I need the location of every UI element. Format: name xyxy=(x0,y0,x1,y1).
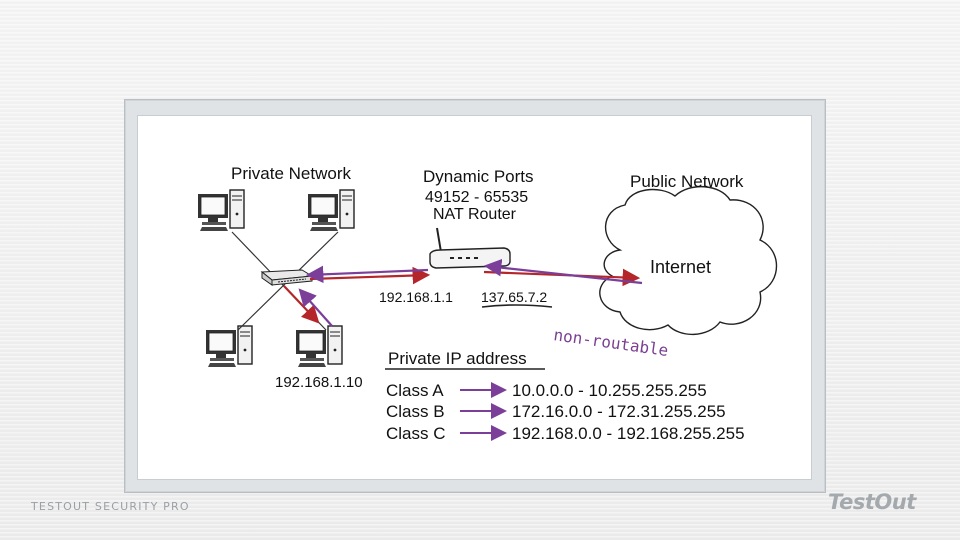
router-icon xyxy=(429,227,511,269)
class-a-range: 10.0.0.0 - 10.255.255.255 xyxy=(512,381,707,400)
host-ip-label: 192.168.1.10 xyxy=(275,374,363,391)
class-a-label: Class A xyxy=(386,381,444,400)
private-network-label: Private Network xyxy=(231,164,351,183)
dynamic-ports-label: Dynamic Ports xyxy=(423,167,534,186)
router-internal-ip: 192.168.1.1 xyxy=(379,289,453,305)
outbound-arrows xyxy=(283,266,641,324)
computer-icon xyxy=(197,189,245,232)
class-c-range: 192.168.0.0 - 192.168.255.255 xyxy=(512,424,745,443)
port-range-label: 49152 - 65535 xyxy=(425,189,528,206)
nat-router-label: NAT Router xyxy=(433,206,517,223)
ip-underline xyxy=(481,304,553,308)
computer-icon xyxy=(307,189,355,232)
public-network-label: Public Network xyxy=(630,172,744,191)
internet-label: Internet xyxy=(650,257,711,277)
computer-icon xyxy=(205,325,253,368)
class-arrows xyxy=(460,382,507,441)
testout-logo: TestOut xyxy=(828,490,916,514)
router-external-ip: 137.65.7.2 xyxy=(481,289,547,305)
class-b-label: Class B xyxy=(386,402,445,421)
private-ip-heading: Private IP address xyxy=(388,349,527,368)
class-b-range: 172.16.0.0 - 172.31.255.255 xyxy=(512,402,726,421)
computer-icon xyxy=(295,325,343,368)
return-arrows xyxy=(298,258,643,327)
switch-icon xyxy=(260,269,314,286)
footer-course-title: TESTOUT SECURITY PRO xyxy=(31,500,190,513)
internet-cloud xyxy=(599,185,777,336)
class-c-label: Class C xyxy=(386,424,446,443)
